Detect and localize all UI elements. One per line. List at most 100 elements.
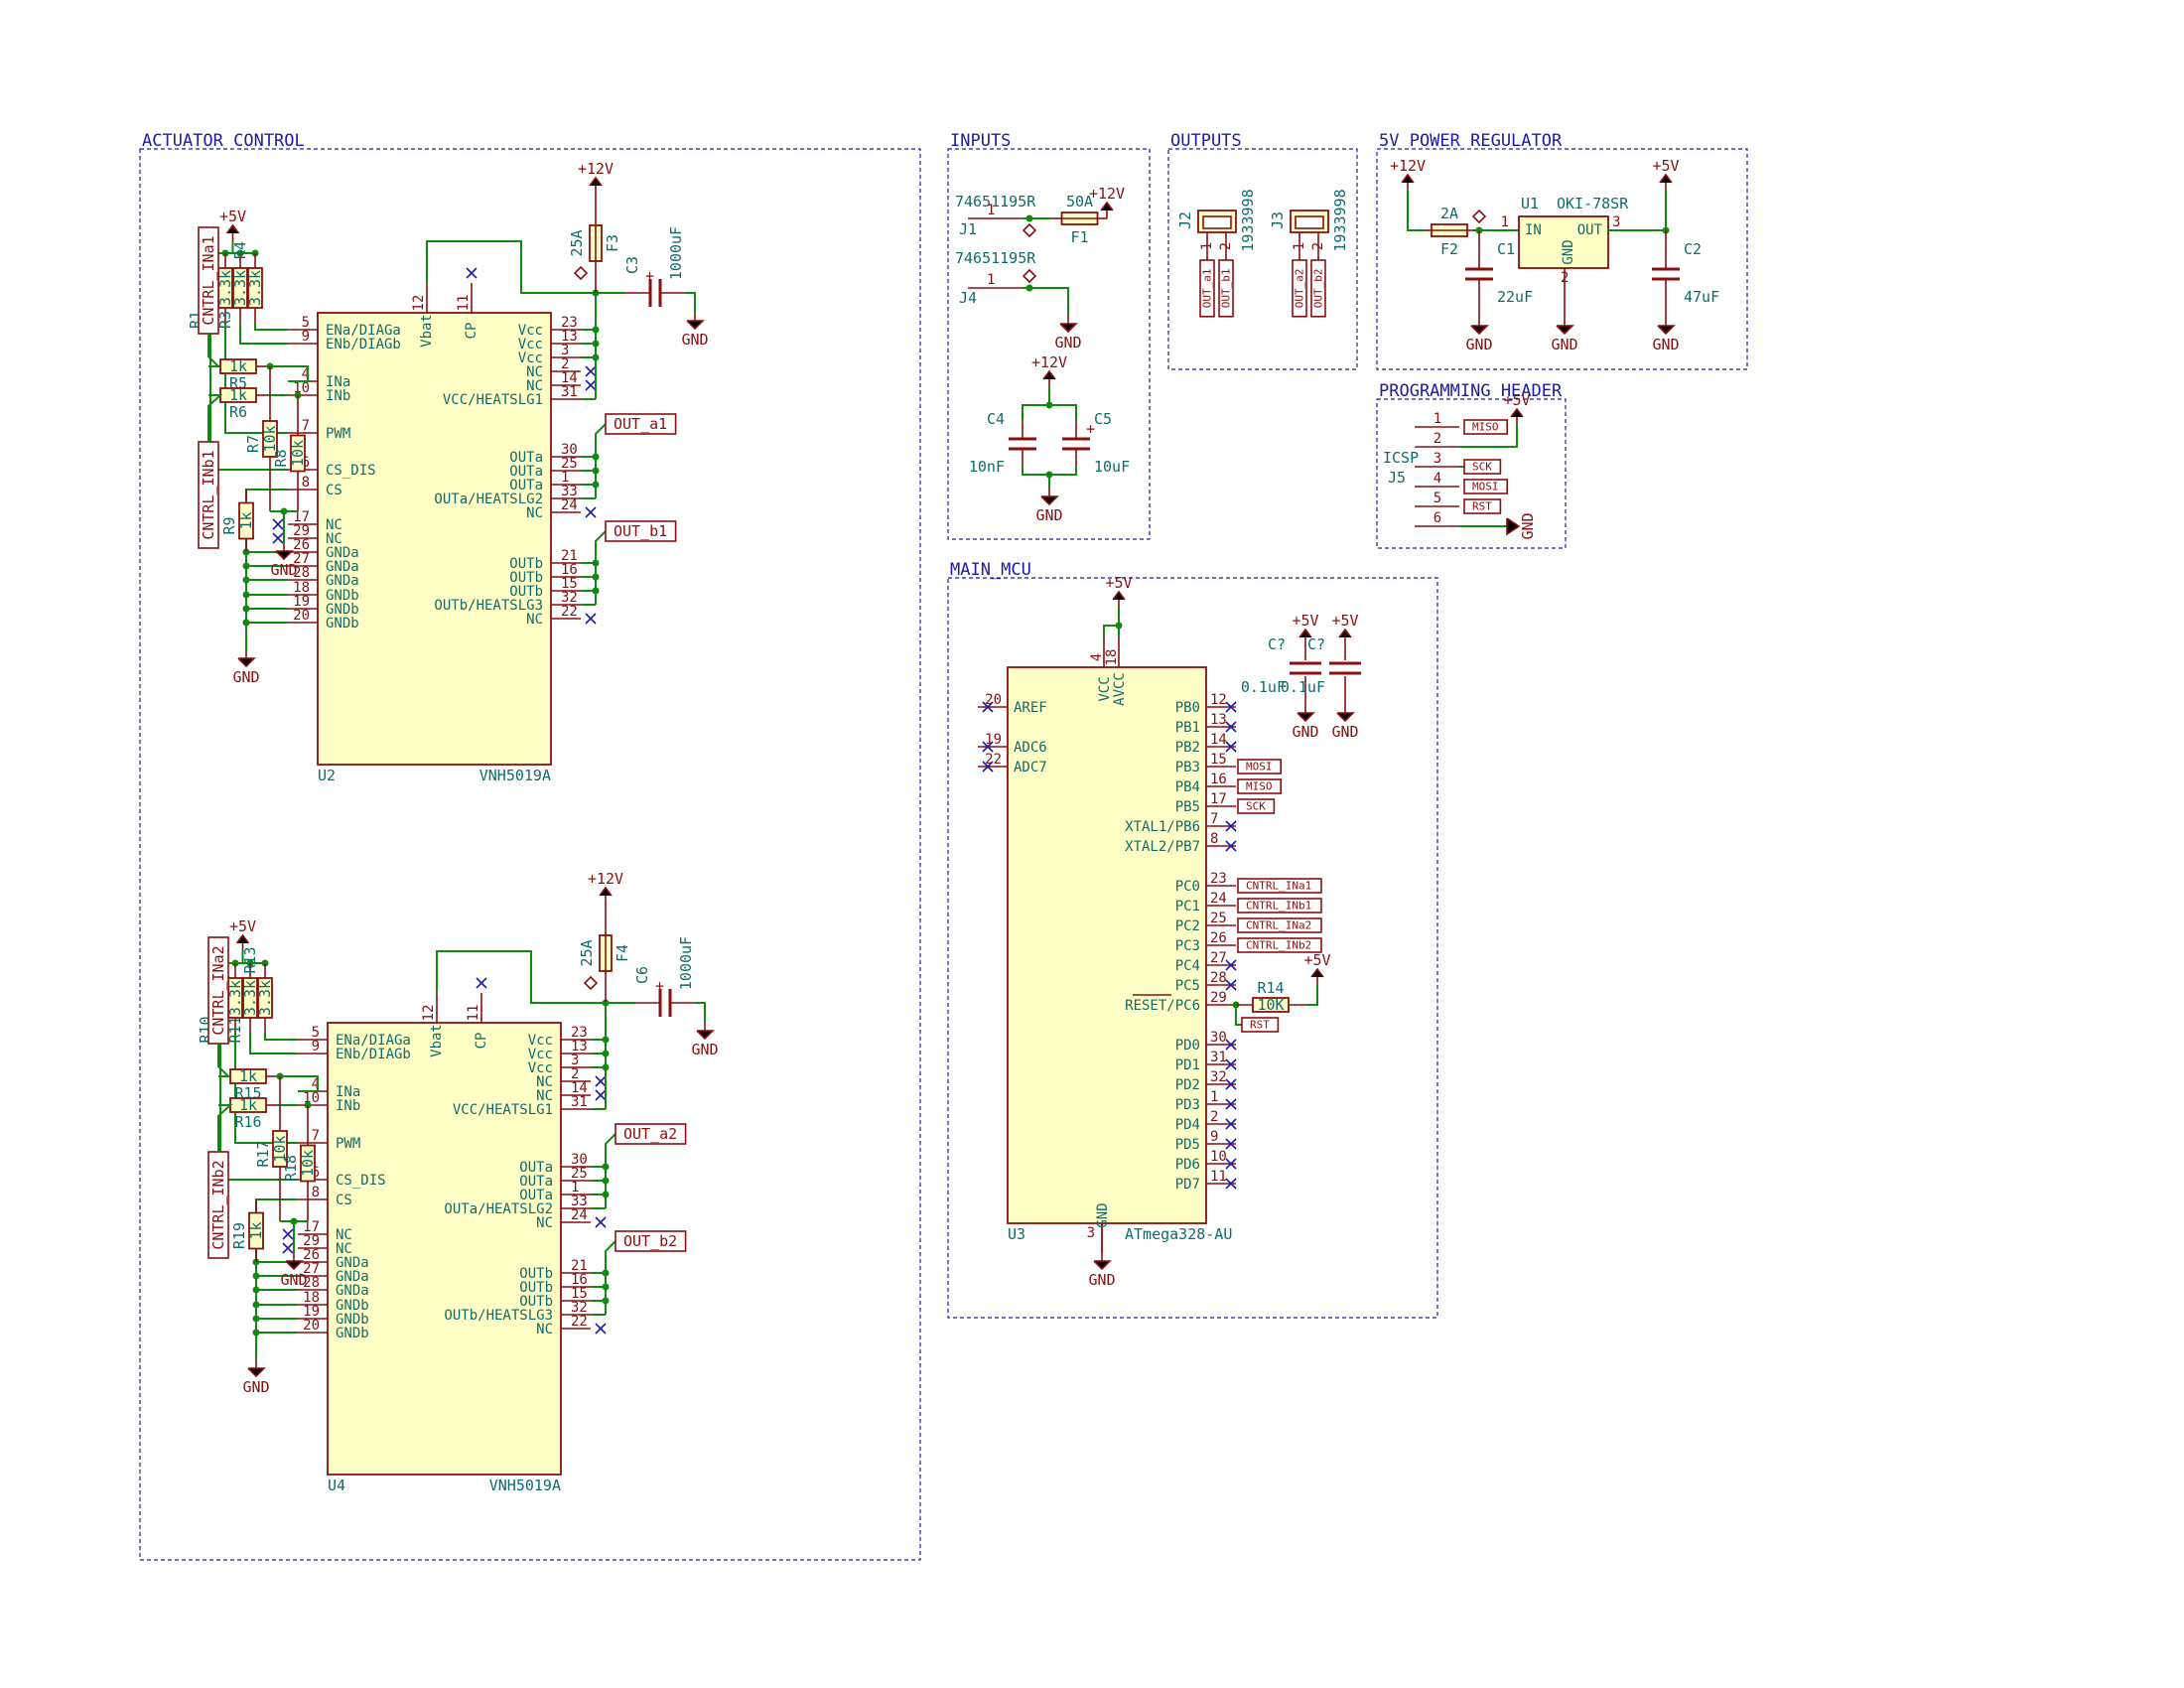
resistor-value: 3.3k	[256, 980, 274, 1016]
net-label-box	[605, 413, 677, 435]
pin-number: 24	[571, 1207, 588, 1223]
power-label: +5V	[219, 208, 246, 225]
net-label-text: CNTRL_INb1	[1246, 900, 1311, 913]
connector-socket	[1202, 215, 1232, 229]
wire	[207, 394, 223, 442]
pin-name: GNDb	[336, 1298, 369, 1314]
no-connect-mark	[1225, 979, 1237, 991]
fuse-value: 25A	[578, 939, 596, 966]
ground-triangle	[1093, 1260, 1112, 1271]
mcu-pin-number: 11	[1210, 1169, 1227, 1185]
pin-name: CS_DIS	[326, 463, 376, 479]
power-symbol-plus-5V: +5V	[1303, 951, 1331, 985]
wire	[436, 950, 606, 1004]
mcu-pin-name: PD1	[1175, 1057, 1200, 1073]
pin-number: 21	[561, 548, 578, 564]
power-symbol-plus-5V: +5V	[1503, 391, 1531, 425]
net-label-text: CNTRL_INa1	[1246, 880, 1311, 893]
pin-number: 31	[571, 1094, 588, 1110]
ground-label: GND	[1035, 506, 1062, 524]
no-connect-mark	[585, 613, 597, 625]
junction-dot	[1045, 401, 1053, 409]
header-pin-number: 6	[1433, 510, 1441, 526]
pin-number: 28	[303, 1275, 320, 1291]
resistor-value: 1k	[237, 511, 255, 529]
net-label-cntrl-ina1: CNTRL_INa1	[1237, 878, 1322, 894]
sheet-title-inputs: INPUTS	[950, 131, 1011, 151]
mcu-pin-number: 26	[1210, 930, 1227, 946]
pin-number: 31	[561, 384, 578, 400]
connector-pin-number: 1	[1199, 242, 1215, 250]
ground-label: GND	[1551, 336, 1577, 353]
net-label-text: OUT_b2	[1312, 269, 1325, 309]
mcu-pin-number: 25	[1210, 911, 1227, 926]
wire	[245, 489, 288, 501]
fuse-value: 2A	[1440, 205, 1458, 222]
no-connect-stroke	[476, 977, 487, 989]
ic-ref: U4	[328, 1477, 345, 1494]
resistor-value: 10k	[289, 440, 307, 467]
ground-symbol: GND	[1331, 705, 1359, 741]
pin-name: GNDa	[326, 545, 359, 561]
net-label-box	[614, 1123, 687, 1145]
pin-name: GNDb	[326, 616, 359, 632]
junction-dot	[592, 353, 600, 361]
mcu-pin-number: 28	[1210, 970, 1227, 986]
no-connect-mark	[595, 1323, 607, 1335]
power-flag	[1022, 222, 1037, 238]
resistor-value: 1k	[247, 1221, 265, 1239]
no-connect-stroke	[1225, 959, 1237, 971]
no-connect-mark	[595, 1089, 607, 1101]
regulator-pin-num: 1	[1501, 214, 1509, 230]
wire	[605, 1133, 616, 1167]
pin-name: NC	[536, 1322, 553, 1337]
junction-dot	[592, 340, 600, 348]
pin-name: OUTa/HEATSLG2	[434, 492, 543, 507]
pin-number: 18	[293, 580, 310, 596]
power-arrow	[1401, 173, 1415, 184]
resistor-body	[248, 1211, 264, 1250]
pin-number: 27	[293, 551, 310, 567]
net-label-text: CNTRL_INb2	[209, 1160, 227, 1249]
net-label-out-b1: OUT_b1	[605, 520, 677, 542]
ground-label: GND	[242, 1378, 269, 1396]
mcu-pin-name: PB5	[1175, 799, 1200, 815]
pin-number: 5	[302, 315, 310, 331]
ground-triangle	[1657, 325, 1676, 336]
mcu-body	[1007, 666, 1207, 1224]
no-connect-mark	[585, 365, 597, 377]
no-connect-stroke	[982, 761, 994, 773]
mcu-pin-name: PC1	[1175, 899, 1200, 914]
pin-name: OUTa	[519, 1160, 553, 1176]
capacitor-ref: C?	[1307, 635, 1325, 653]
net-label-out-b2: OUT_b2	[614, 1230, 687, 1252]
pin-number: 18	[303, 1290, 320, 1306]
mcu-pin-name: ADC6	[1014, 740, 1047, 756]
pin-number: 23	[561, 315, 578, 331]
pin-number: 32	[571, 1300, 588, 1316]
resistor-body	[238, 501, 254, 540]
net-label-out-a1: OUT_a1	[1199, 259, 1215, 318]
power-label: +12V	[578, 160, 614, 178]
pin-number: 15	[561, 576, 578, 592]
pin-number: 8	[302, 475, 310, 491]
mcu-pin-name: RESET/PC6	[1125, 998, 1200, 1014]
pin-number: 17	[293, 509, 310, 525]
capacitor-ref: C3	[623, 256, 641, 274]
mcu-value: ATmega328-AU	[1125, 1225, 1232, 1243]
wire	[1103, 625, 1120, 637]
pin-number: 33	[561, 484, 578, 499]
ground-symbol: GND	[280, 1253, 308, 1289]
no-connect-mark	[1225, 701, 1237, 713]
net-label-box	[1237, 759, 1283, 774]
net-label-box	[1292, 259, 1307, 318]
regulator-body	[1518, 215, 1609, 269]
net-label-text: RST	[1250, 1019, 1270, 1032]
pin-number: 22	[561, 604, 578, 620]
net-label-text: OUT_a1	[1201, 269, 1214, 309]
